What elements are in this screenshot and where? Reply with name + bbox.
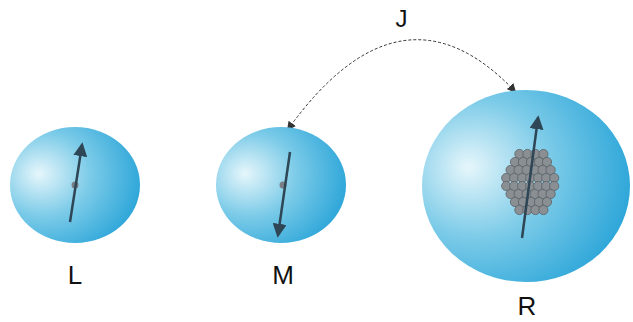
sphere-node: M xyxy=(216,127,346,243)
spin-arrow xyxy=(522,118,538,238)
sphere xyxy=(10,127,140,243)
sphere xyxy=(216,127,346,243)
sphere-shape xyxy=(216,127,346,243)
sphere-shape xyxy=(10,127,140,243)
sphere-node: L xyxy=(10,127,140,243)
spin-arrow xyxy=(70,145,82,222)
sphere-shape xyxy=(422,90,630,282)
edge-label: J xyxy=(394,7,410,31)
sphere xyxy=(422,90,630,282)
sphere-label: M xyxy=(272,262,294,288)
spin-arrow xyxy=(278,152,290,235)
sphere-label: L xyxy=(68,262,82,288)
sphere-node: R xyxy=(422,90,630,282)
sphere-label: R xyxy=(518,293,537,319)
